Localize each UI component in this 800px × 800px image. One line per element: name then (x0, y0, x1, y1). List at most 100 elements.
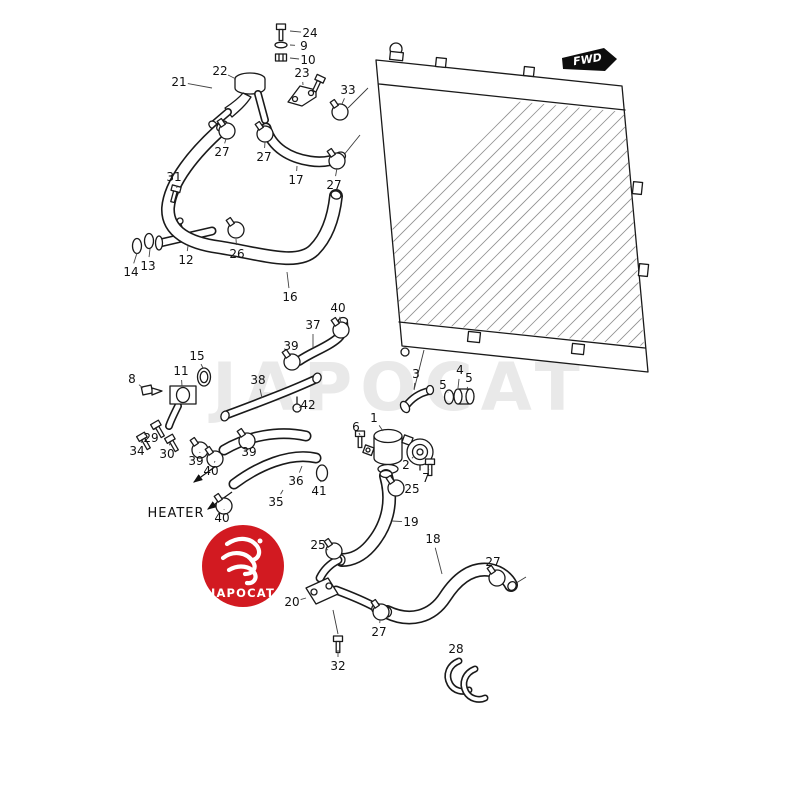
outlet-pipe-3 (399, 384, 435, 414)
part-label-25: 25 (404, 482, 419, 496)
leader-line-20 (300, 597, 307, 600)
leader-line-2 (411, 455, 415, 459)
leader-line-40 (339, 316, 342, 324)
radiator-fin-line (639, 88, 644, 346)
hose-clamp (281, 348, 301, 371)
part-label-31: 31 (166, 170, 181, 184)
part-label-9: 9 (300, 39, 308, 53)
pipe-38-inner (223, 376, 319, 418)
radiator-fin-line (574, 88, 644, 346)
nut-10 (274, 53, 288, 62)
logo-wordmark: JAPOCAT (210, 586, 275, 600)
thermostat-case-11 (165, 385, 197, 430)
part-label-26: 26 (229, 247, 244, 261)
union-42 (292, 396, 302, 413)
radiator-fin-line (692, 77, 800, 372)
leader-line-19 (391, 520, 403, 522)
seals-4-5 (443, 388, 475, 405)
part-label-40: 40 (330, 301, 345, 315)
washer-9 (274, 41, 288, 49)
heater-hose-35 (228, 451, 322, 490)
bolt (163, 433, 179, 453)
leader-line-35 (280, 489, 284, 495)
radiator-fin-line (381, 88, 598, 346)
logo-swirl-2 (220, 551, 257, 577)
hose-clamp (323, 537, 343, 560)
radiator-fin-line (381, 88, 611, 346)
leader-line-15 (200, 363, 204, 369)
bolt (149, 419, 165, 439)
leader-line-16 (286, 271, 290, 289)
watermark-text: JAPOCAT (208, 349, 588, 426)
water-pipe-20-inner (317, 557, 341, 581)
leader-line-24 (289, 30, 302, 33)
radiator-fin-line (679, 77, 800, 372)
part-label-37: 37 (305, 318, 320, 332)
heater-hose-36-inner (220, 429, 310, 454)
part-label-19: 19 (403, 515, 418, 529)
part-label-11: 11 (173, 364, 188, 378)
part-label-24: 24 (302, 26, 317, 40)
part-label-39: 39 (188, 454, 203, 468)
part-label-18: 18 (425, 532, 440, 546)
part-label-29: 29 (143, 431, 158, 445)
part-label-28: 28 (448, 642, 463, 656)
part-label-16: 16 (282, 290, 297, 304)
radiator-fin-line (666, 77, 800, 372)
part-label-21: 21 (171, 75, 186, 89)
leader-line-8 (138, 384, 144, 389)
part-label-32: 32 (330, 659, 345, 673)
logo-swirl-3 (226, 564, 258, 586)
part-label-5: 5 (465, 371, 473, 385)
part-label-8: 8 (128, 372, 136, 386)
part-label-27: 27 (214, 145, 229, 159)
hardware-layer (135, 23, 506, 654)
leader-line-18 (434, 547, 443, 575)
radiator-fin-line (483, 88, 644, 346)
bolt (170, 184, 182, 204)
leader-line-5 (466, 386, 468, 391)
part-label-38: 38 (250, 373, 265, 387)
bolt (312, 73, 326, 93)
part-label-13: 13 (140, 259, 155, 273)
hose-clamp (326, 147, 346, 170)
part-label-12: 12 (178, 253, 193, 267)
part-label-23: 23 (294, 66, 309, 80)
radiator-drain-plug (400, 347, 410, 357)
bolt (424, 458, 436, 477)
japocat-logo: JAPOCAT (202, 525, 284, 607)
radiator-fin-line (431, 88, 644, 346)
leader-line-34 (140, 440, 143, 444)
reference-lines (332, 87, 527, 635)
radiator-fin-line (535, 88, 644, 346)
clips-28-inner (461, 667, 487, 702)
leader-line-27 (335, 167, 338, 177)
water-hose-19 (335, 469, 397, 567)
part-label-25: 25 (310, 538, 325, 552)
leader-line-1 (378, 425, 384, 432)
part-label-4: 4 (456, 363, 464, 377)
part-label-27: 27 (485, 555, 500, 569)
part-label-15: 15 (189, 349, 204, 363)
logo-dot (257, 538, 263, 544)
leader-line-21 (187, 83, 213, 89)
hose-clamp (213, 492, 233, 515)
part-label-6: 6 (352, 420, 360, 434)
leader-line-4 (457, 378, 460, 389)
gasket-15 (196, 367, 212, 387)
part-label-1: 1 (370, 411, 378, 425)
radiator-fin-line (587, 88, 644, 346)
part-label-35: 35 (268, 495, 283, 509)
water-pipe-20-inner (333, 587, 378, 610)
bolt (135, 431, 151, 451)
part-label-2: 2 (402, 458, 410, 472)
o-ring-13 (143, 232, 155, 250)
thermostat-case-11-inner (166, 403, 181, 429)
leader-line-12 (186, 245, 189, 252)
part-label-40: 40 (203, 464, 218, 478)
hose-clamp (330, 316, 350, 339)
bolt (275, 23, 287, 42)
hose-clamp (370, 598, 390, 621)
radiator-fin-line (444, 88, 644, 346)
